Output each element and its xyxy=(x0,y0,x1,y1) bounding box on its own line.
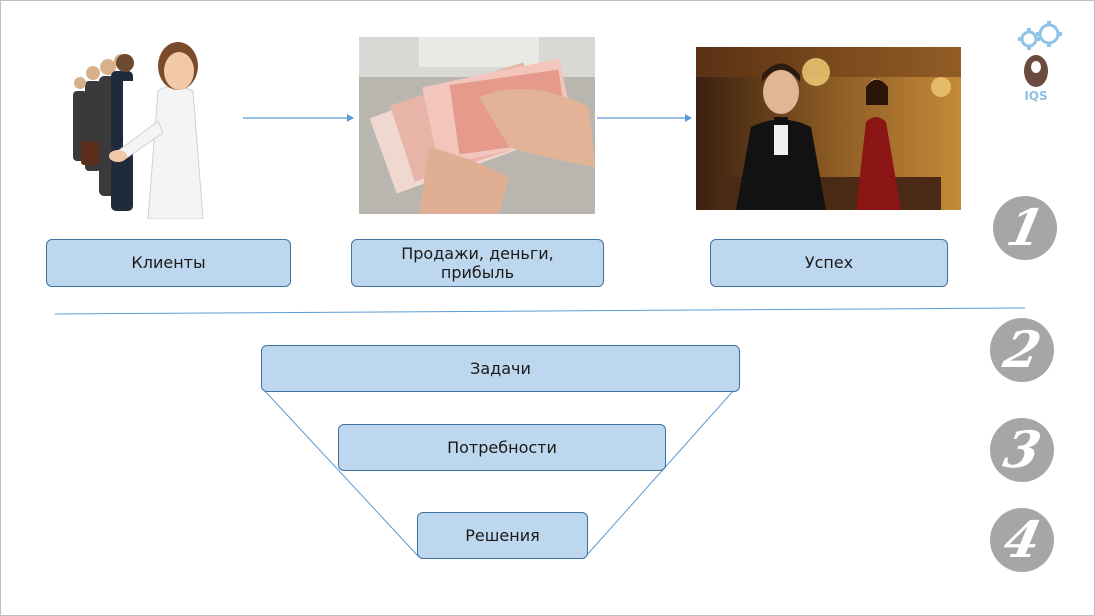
sales-label: Продажи, деньги, прибыль xyxy=(401,243,554,282)
arrow-right-icon xyxy=(243,114,354,122)
funnel-outline xyxy=(263,389,735,557)
sales-box: Продажи, деньги, прибыль xyxy=(351,239,604,287)
number-badge-1: 1 xyxy=(993,196,1057,260)
success-box: Успех xyxy=(710,239,948,287)
success-label: Успех xyxy=(804,253,854,273)
tasks-box: Задачи xyxy=(261,345,740,392)
solutions-box: Решения xyxy=(417,512,588,559)
needs-label: Потребности xyxy=(447,437,557,457)
number-badge-2: 2 xyxy=(990,318,1054,382)
logo-text: IQS xyxy=(1024,89,1048,103)
solutions-label: Решения xyxy=(465,525,540,545)
clients-box: Клиенты xyxy=(46,239,291,287)
tasks-label: Задачи xyxy=(470,358,531,378)
divider xyxy=(54,307,1026,315)
clients-photo xyxy=(63,31,228,219)
needs-box: Потребности xyxy=(338,424,666,471)
money-photo xyxy=(359,37,595,214)
arrow-right-icon xyxy=(597,114,692,122)
number-badge-3: 3 xyxy=(990,418,1054,482)
number-badge-4: 4 xyxy=(990,508,1054,572)
success-photo xyxy=(696,47,961,210)
iqs-logo-icon xyxy=(1018,21,1062,87)
clients-label: Клиенты xyxy=(131,253,206,273)
